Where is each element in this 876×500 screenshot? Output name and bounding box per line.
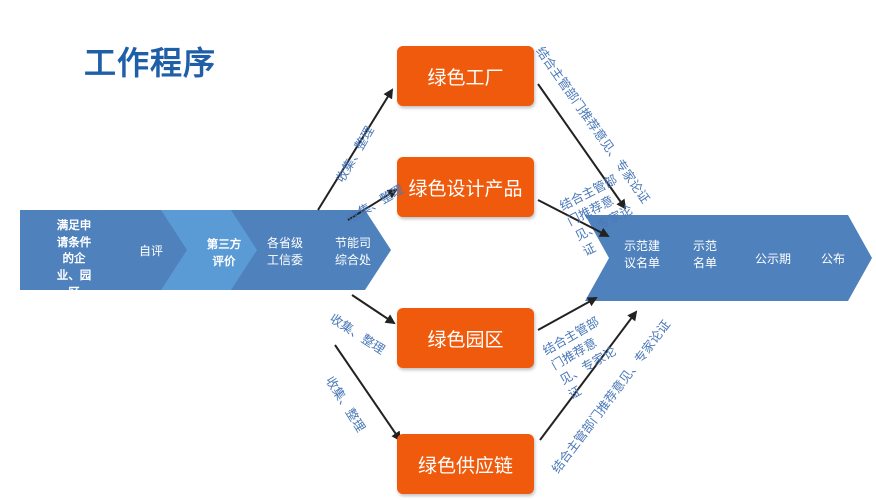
arrow-to-park xyxy=(351,294,396,325)
box-green-product: 绿色设计产品 xyxy=(397,157,534,217)
arrow-to-supply xyxy=(334,344,402,442)
page-title: 工作程序 xyxy=(84,44,217,82)
chevron-publicity-label: 公示期 xyxy=(754,252,791,266)
chevron-demo-suggest-label: 示范建议名单 xyxy=(623,239,660,271)
box-green-supply-chain: 绿色供应链 xyxy=(397,434,534,494)
chevron-apply-label: 满足申请条件的企业、园区 xyxy=(56,218,92,299)
chevron-third-party xyxy=(161,210,261,290)
chevron-energy-dept xyxy=(305,210,391,290)
chevron-self-eval xyxy=(94,210,191,290)
chevron-provincial-label: 各省级工信委 xyxy=(266,236,303,268)
chevron-provincial xyxy=(231,210,335,290)
chevron-demo-list-label: 示范名单 xyxy=(692,239,717,271)
chevron-third-party-label: 第三方评价 xyxy=(206,237,242,268)
chevron-announce-label: 公布 xyxy=(820,252,845,266)
arrow-to-product xyxy=(347,188,398,221)
arrow-park-out xyxy=(537,297,598,331)
arrow-supply-out xyxy=(539,310,638,441)
box-green-factory: 绿色工厂 xyxy=(397,46,534,106)
arrow-factory-out xyxy=(537,83,627,210)
chevron-apply xyxy=(20,210,124,290)
chevron-publicity xyxy=(728,215,821,301)
arrow-product-out xyxy=(537,199,610,237)
chevron-demo-list xyxy=(660,215,756,301)
chevron-demo-suggest xyxy=(585,215,688,301)
chevron-announce xyxy=(793,215,872,301)
arrow-to-factory xyxy=(317,88,394,211)
chevron-energy-dept-label: 节能司综合处 xyxy=(334,236,371,268)
chevron-self-eval-label: 自评 xyxy=(138,244,163,258)
box-green-park: 绿色园区 xyxy=(397,308,534,368)
